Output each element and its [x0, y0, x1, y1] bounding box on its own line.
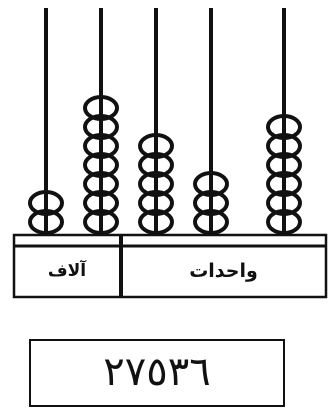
- bead-hundreds: [138, 209, 174, 235]
- number-box: ٢٧٥٣٦: [29, 339, 285, 407]
- abacus-rods: [44, 8, 286, 235]
- bead-ones: [266, 133, 302, 159]
- number-value: ٢٧٥٣٦: [103, 349, 211, 395]
- bead-thousands: [83, 171, 119, 197]
- bead-thousands: [83, 95, 119, 121]
- bead-thousands: [83, 133, 119, 159]
- abacus-beads: [28, 95, 302, 235]
- bead-hundreds: [138, 171, 174, 197]
- bead-thousands: [83, 190, 119, 216]
- bead-thousands: [83, 209, 119, 235]
- bead-ones: [266, 152, 302, 178]
- bead-hundreds: [138, 133, 174, 159]
- bead-tens: [193, 171, 229, 197]
- bead-ones: [266, 171, 302, 197]
- units-label: واحدات: [189, 260, 258, 282]
- bead-thousands: [83, 114, 119, 140]
- bead-tens: [193, 190, 229, 216]
- bead-ten-thousands: [28, 209, 64, 235]
- bead-ones: [266, 190, 302, 216]
- bead-ones: [266, 209, 302, 235]
- bead-tens: [193, 209, 229, 235]
- bead-hundreds: [138, 190, 174, 216]
- thousands-label: آلاف: [47, 261, 87, 281]
- bead-hundreds: [138, 152, 174, 178]
- bead-ten-thousands: [28, 190, 64, 216]
- bead-thousands: [83, 152, 119, 178]
- bead-ones: [266, 114, 302, 140]
